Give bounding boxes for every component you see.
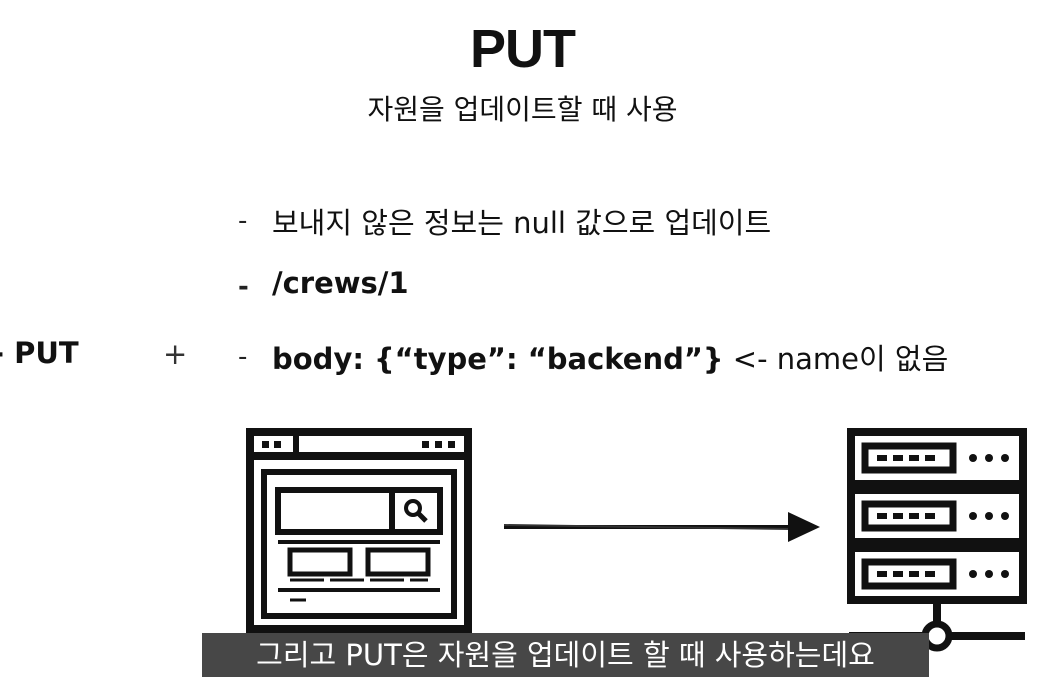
method-label: - PUT — [0, 336, 79, 370]
bullet-text-1: 보내지 않은 정보는 null 값으로 업데이트 — [272, 206, 772, 240]
video-caption: 그리고 PUT은 자원을 업데이트 할 때 사용하는데요 — [202, 633, 929, 677]
bullet-text-2: /crews/1 — [272, 266, 409, 300]
slide-subtitle: 자원을 업데이트할 때 사용 — [367, 93, 678, 126]
browser-window-icon — [246, 428, 472, 633]
slide-title: PUT — [470, 19, 576, 79]
bullet-dash-1: - — [238, 206, 248, 236]
body-note: <- name이 없음 — [723, 342, 949, 376]
body-json: body: {“type”: “backend”} — [272, 342, 724, 376]
bullet-dash-2: - — [238, 272, 249, 302]
server-rack-icon — [847, 428, 1027, 652]
plus-sign: + — [163, 337, 188, 371]
bullet-text-3: body: {“type”: “backend”} <- name이 없음 — [272, 336, 948, 378]
arrow-right-icon — [503, 512, 820, 542]
bullet-dash-3: - — [238, 342, 248, 372]
